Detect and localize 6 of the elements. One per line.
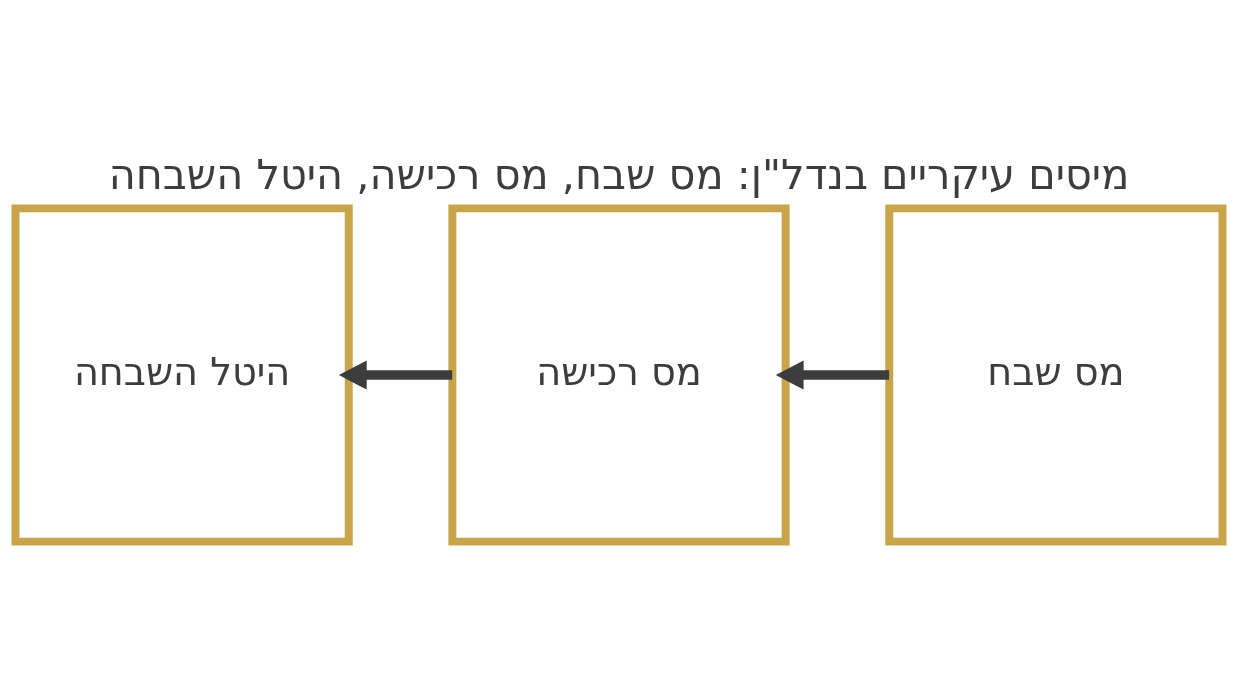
arrow [338,360,453,390]
node-box: מס רכישה [448,204,790,546]
node-box: היטל השבחה [11,204,353,546]
diagram-title: מיסים עיקריים בנדל"ן: מס שבח, מס רכישה, היטל השבחה [108,150,1130,199]
node-box: מס שבח [885,204,1227,546]
arrow [775,360,890,390]
